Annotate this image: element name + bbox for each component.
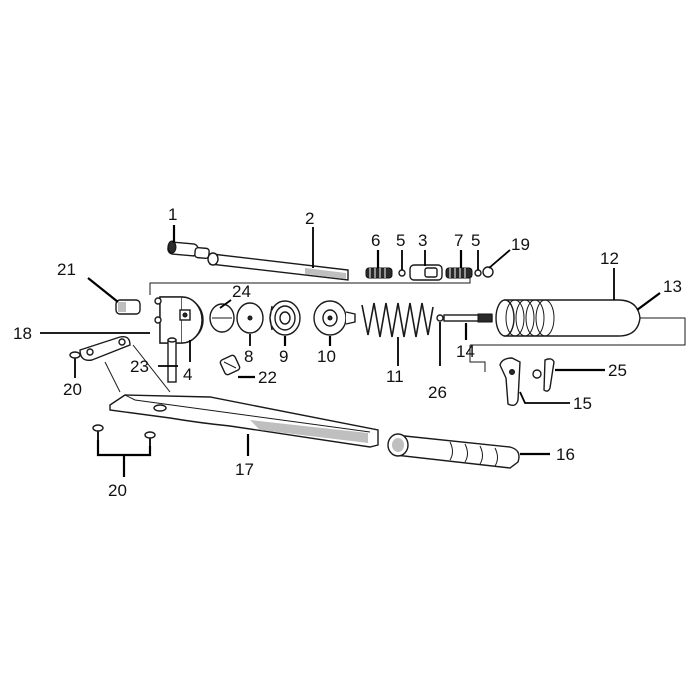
- part-rod: [207, 252, 349, 281]
- callout-14: 14: [456, 342, 475, 361]
- callout-24: 24: [232, 282, 251, 301]
- callout-20-lower: 20: [108, 481, 127, 500]
- callout-13: 13: [663, 277, 682, 296]
- callout-26: 26: [428, 383, 447, 402]
- callout-17: 17: [235, 460, 254, 479]
- part-small-spring-left: [365, 267, 393, 279]
- callout-3: 3: [418, 231, 427, 250]
- callout-25: 25: [608, 361, 627, 380]
- part-fitting: [219, 354, 241, 376]
- part-screws-20-lower: [92, 424, 156, 446]
- part-disc-24: [209, 303, 235, 333]
- part-cylinder: [495, 299, 641, 337]
- part-21-nozzle: [115, 299, 141, 315]
- part-screw-20-upper: [69, 351, 81, 370]
- part-lever-15: [499, 357, 521, 407]
- callout-10: 10: [317, 347, 336, 366]
- part-small-ball-right: [474, 269, 482, 277]
- part-clip-25: [532, 358, 555, 392]
- callout-15: 15: [573, 394, 592, 413]
- part-main-spring: [361, 302, 434, 338]
- callout-21: 21: [57, 260, 76, 279]
- callout-8: 8: [244, 347, 253, 366]
- part-small-ball-left: [398, 269, 406, 277]
- part-rod-tip: [167, 240, 210, 260]
- callout-19: 19: [511, 235, 530, 254]
- callout-4: 4: [183, 365, 192, 384]
- part-guide-rod: [443, 313, 493, 323]
- callout-7: 7: [454, 231, 463, 250]
- part-coupler: [409, 264, 443, 281]
- part-small-spring-right: [445, 267, 473, 279]
- callout-1: 1: [168, 205, 177, 224]
- part-end-cap-small: [482, 266, 494, 278]
- part-head-block: [154, 296, 204, 344]
- callout-9: 9: [279, 347, 288, 366]
- callout-12: 12: [600, 249, 619, 268]
- part-link: [79, 335, 131, 361]
- callout-23: 23: [130, 357, 149, 376]
- callout-20-upper: 20: [63, 380, 82, 399]
- callout-labels: 1 2 6 5 3 7 5 19 21 24 12 13 18 4 8 9 10…: [13, 205, 682, 500]
- callout-5-right: 5: [471, 231, 480, 250]
- leader-lines: [40, 225, 661, 477]
- part-grip: [387, 433, 520, 469]
- callout-6: 6: [371, 231, 380, 250]
- callout-2: 2: [305, 209, 314, 228]
- callout-22: 22: [258, 368, 277, 387]
- part-disc-10: [313, 300, 356, 336]
- part-disc-8: [236, 302, 264, 334]
- callout-11: 11: [386, 367, 404, 386]
- callout-16: 16: [556, 445, 575, 464]
- callout-5-left: 5: [396, 231, 405, 250]
- part-post: [167, 337, 177, 383]
- part-disc-9: [269, 300, 301, 336]
- part-handle-frame: [104, 344, 379, 448]
- part-pin-26: [436, 314, 444, 340]
- callout-18: 18: [13, 324, 32, 343]
